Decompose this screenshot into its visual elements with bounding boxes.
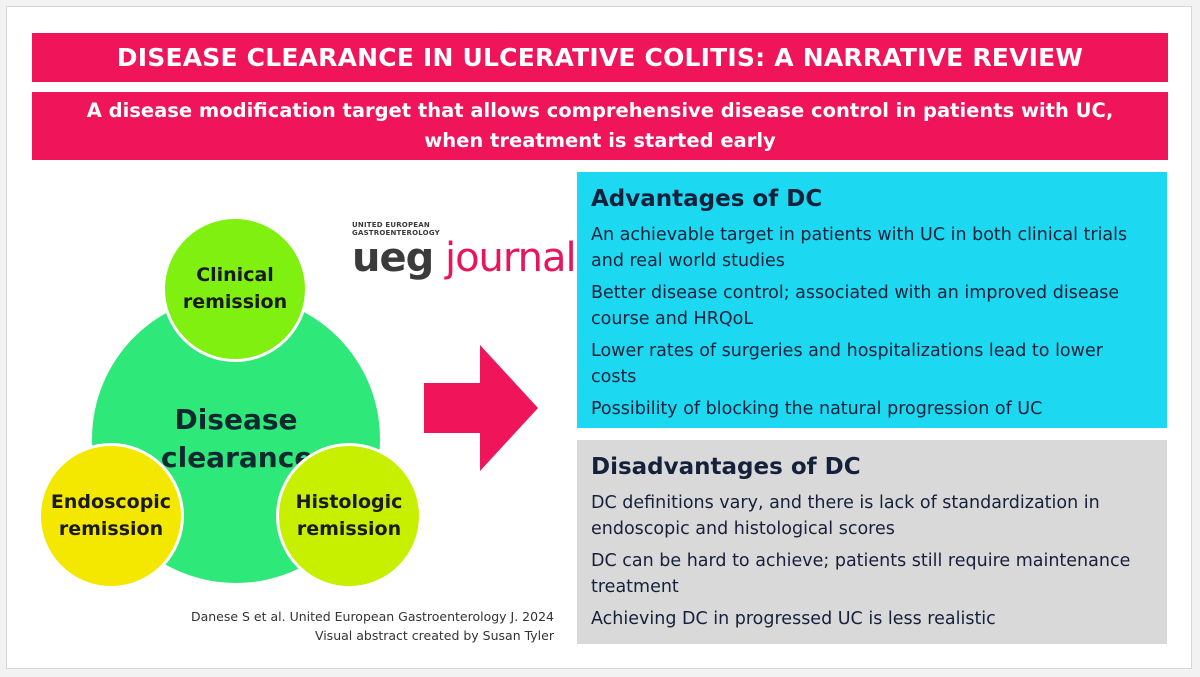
right-arrow-icon (424, 345, 538, 471)
advantages-list: An achievable target in patients with UC… (591, 222, 1153, 422)
ueg-journal-logo: UNITED EUROPEAN GASTROENTEROLOGY ueg jou… (352, 221, 577, 281)
page-subtitle: A disease modification target that allow… (32, 92, 1168, 160)
disadvantage-item: Achieving DC in progressed UC is less re… (591, 609, 996, 629)
endoscopic-remission-label: Endoscopic remission (50, 491, 172, 540)
page-title: DISEASE CLEARANCE IN ULCERATIVE COLITIS:… (32, 33, 1168, 82)
citation-line-1: Danese S et al. United European Gastroen… (190, 609, 554, 624)
advantages-panel: Advantages of DC An achievable target in… (577, 172, 1167, 428)
logo-ueg: ueg (352, 235, 434, 281)
advantages-heading: Advantages of DC (591, 186, 823, 212)
clinical-remission-label: Clinical remission (182, 264, 288, 313)
disadvantage-item: DC definitions vary, and there is lack o… (591, 493, 1100, 539)
citation: Danese S et al. United European Gastroen… (191, 607, 554, 645)
logo-small-line-2: GASTROENTEROLOGY (352, 228, 440, 237)
endoscopic-remission-circle: Endoscopic remission (38, 443, 184, 589)
disease-clearance-label: Disease clearance (161, 403, 314, 474)
disadvantages-list: DC definitions vary, and there is lack o… (591, 490, 1153, 632)
disadvantage-item: DC can be hard to achieve; patients stil… (591, 551, 1131, 597)
citation-line-2: Visual abstract created by Susan Tyler (314, 628, 554, 643)
logo-wordmark: ueg journal (352, 235, 577, 281)
advantage-item: Better disease control; associated with … (591, 283, 1120, 329)
logo-small-line-1: UNITED EUROPEAN (352, 221, 430, 229)
advantage-item: Possibility of blocking the natural prog… (591, 399, 1043, 419)
disadvantages-heading: Disadvantages of DC (591, 454, 861, 480)
histologic-remission-label: Histologic remission (295, 491, 403, 540)
advantage-item: An achievable target in patients with UC… (591, 225, 1128, 271)
logo-journal: journal (444, 235, 577, 281)
clinical-remission-circle: Clinical remission (162, 216, 308, 362)
disadvantages-panel: Disadvantages of DC DC definitions vary,… (577, 440, 1167, 644)
advantage-item: Lower rates of surgeries and hospitaliza… (591, 341, 1103, 387)
histologic-remission-circle: Histologic remission (276, 443, 422, 589)
